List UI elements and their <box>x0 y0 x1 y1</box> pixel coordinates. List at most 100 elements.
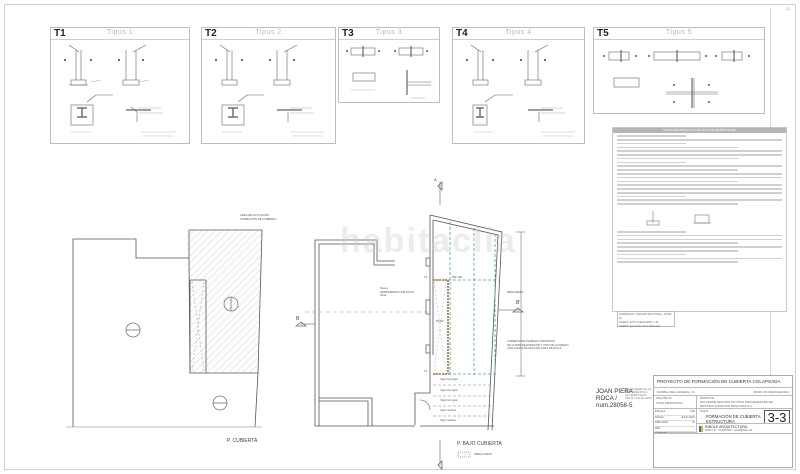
tb-architect-cell: ARQUITECTO JOAN PIERA ROCA <box>654 396 697 409</box>
architect-name: JOAN PIERA ROCA <box>656 401 684 405</box>
title-block: PROYECTO DE FORMACIÓN DE CUBIERTA COLAPS… <box>653 375 793 468</box>
notes-text-line <box>617 154 782 156</box>
section-mark-b-prime: B' <box>516 300 521 306</box>
notes-text-line <box>617 184 782 186</box>
detail-drawing <box>63 44 176 137</box>
architect-name: JOAN PIERA <box>596 388 633 395</box>
notes-text-line <box>617 138 782 141</box>
field-label: FECHA <box>655 415 664 419</box>
field-label: ESCALA <box>655 410 666 413</box>
detail-subtitle: Tipus 2 <box>255 29 282 36</box>
note-line: DE CHAPA DE ESPESOR Y TIPO DE ACABADO <box>507 342 569 347</box>
studio-name: RIBOLE ARQUITECTURA <box>705 425 748 429</box>
detail-id: T2 <box>205 28 217 39</box>
note-cubierta-paneles: CUBIERTA DE PANELES SANDWICH DE CHAPA DE… <box>507 339 569 351</box>
notes-text-line <box>617 203 739 205</box>
notes-text-line <box>617 257 782 260</box>
detail-t4: T4 Tipus 4 <box>452 27 585 144</box>
notes-text-line <box>617 253 687 256</box>
viga-label: Viga madera <box>440 418 456 422</box>
note-line: Obra <box>380 293 387 298</box>
tb-divider <box>654 433 792 434</box>
notes-text-line <box>617 150 782 152</box>
detail-header: T2 Tipus 2 <box>202 28 335 40</box>
promoter-name: RESTRUCTURACION BANCARIA S.A. <box>700 404 753 408</box>
sheet-border <box>4 4 796 470</box>
architect-name: ROCA / <box>596 395 617 402</box>
note-line: CUBIERTA DE PANELES SANDWICH <box>507 339 555 343</box>
notes-text-line <box>617 246 782 248</box>
detail-header: T1 Tipus 1 <box>51 28 189 40</box>
callout-area-actuacion: ÁREA DE ACTUACIÓN FORMACIÓN DE CUBIERTA <box>240 213 277 221</box>
sheet-corner-mark: 11 <box>785 6 790 11</box>
project-address: RAMBLA DEL FASSEIG, 16 <box>657 390 695 394</box>
notes-text-line <box>617 165 782 168</box>
detail-t2: T2 Tipus 2 <box>201 27 336 144</box>
plan-cubierta <box>66 229 263 428</box>
structural-notes-panel: NOTAS RELATIVAS AL CÁLCULO DE ESTRUCTURA <box>612 127 787 312</box>
legend-obra-nueva: OBRA NUEVA <box>474 452 492 456</box>
architect-label: ARQUITECTO <box>656 397 672 400</box>
tb-project-row: PROYECTO DE FORMACIÓN DE CUBIERTA COLAPS… <box>654 376 792 388</box>
notes-text-line <box>617 161 687 164</box>
notes-text-line <box>617 249 739 252</box>
notes-text-line <box>617 195 687 198</box>
notes-text-line <box>617 146 739 149</box>
callout-line: FORMACIÓN DE CUBIERTA <box>240 216 277 221</box>
normativa-line: NORMATIVA: CODI ESTRUCTURAL / NCSR-02 <box>619 313 673 320</box>
notes-text-line <box>617 191 782 194</box>
viga-label: Viga hormigón <box>440 377 458 381</box>
note-line: CON ALMA AISLANTE DE LANA DE ROCA <box>507 346 562 351</box>
watermark: habitaclia <box>340 222 517 260</box>
detail-id: T1 <box>54 28 66 39</box>
detail-id: T4 <box>456 28 468 39</box>
notes-text-line <box>617 242 739 244</box>
viga-label: Viga madera <box>440 408 456 412</box>
viga-label: Viga hormigón <box>440 398 458 402</box>
detail-drawing <box>603 50 751 108</box>
studio-contact: 08440 VIC · 93 889 0000 · estudi@ribole.… <box>705 429 753 432</box>
tb-field-row: REF <box>655 426 695 432</box>
note-patio-enclosure: Nuevo CERRAMIENTO DE PATIO Obra <box>380 286 415 298</box>
detail-t1: T1 Tipus 1 <box>50 27 190 144</box>
detail-t3: T3 Tipus 3 <box>338 27 440 103</box>
plan-title-cubierta: P. CUBIERTA <box>227 438 258 444</box>
notes-text-line <box>617 142 687 145</box>
notes-text-line <box>617 238 782 241</box>
tb-parties-row: ARQUITECTO JOAN PIERA ROCA PROMOTOR SOLV… <box>654 396 792 409</box>
notes-text-line <box>617 135 687 137</box>
plan-label: PLANO <box>700 410 709 413</box>
digital-signature-note: Firmado digitalmente por JOAN PIERA ROCA… <box>625 388 652 400</box>
normativa-line: ACERO: garantizar sobre fabricante <box>619 325 661 328</box>
field-value: 1/50 <box>689 410 695 413</box>
normativa-box: NORMATIVA: CODI ESTRUCTURAL / NCSR-02 AC… <box>617 311 675 328</box>
weld-detail-sketch <box>646 210 711 226</box>
callout-line: ÁREA DE ACTUACIÓN <box>240 213 270 217</box>
notes-text-line <box>617 199 782 202</box>
field-label: REF <box>655 426 661 430</box>
plan-title: FORMACIÓN DE CUBIERTA <box>706 414 761 419</box>
note-line: CERRAMIENTO DE PATIO <box>380 289 415 294</box>
detail-drawing <box>346 46 431 99</box>
note-medianera: MEDIANERA <box>507 290 524 294</box>
project-title: PROYECTO DE FORMACIÓN DE CUBIERTA COLAPS… <box>657 379 781 384</box>
detail-drawing <box>465 44 575 137</box>
notes-text-line <box>617 173 782 175</box>
section-mark-a: A <box>434 177 437 182</box>
viga-label: Viga hormigón <box>440 388 458 392</box>
studio-logo-icon <box>699 426 703 432</box>
section-mark-b: B <box>296 316 300 322</box>
normativa-line: ACERO: S275 COEFICIENT: 1.15 <box>619 321 659 324</box>
notes-text-line <box>617 188 782 190</box>
detail-id: T5 <box>597 28 609 39</box>
project-city: 08440 VIC (BARCELONA) <box>753 390 789 394</box>
notes-text-line <box>617 169 739 171</box>
promoter-label: PROMOTOR <box>700 397 715 400</box>
notes-header: NOTAS RELATIVAS AL CÁLCULO DE ESTRUCTURA <box>613 128 786 133</box>
detail-t5: T5 Tipus 5 <box>593 27 765 114</box>
sheet-number: 3-3 <box>764 410 790 424</box>
